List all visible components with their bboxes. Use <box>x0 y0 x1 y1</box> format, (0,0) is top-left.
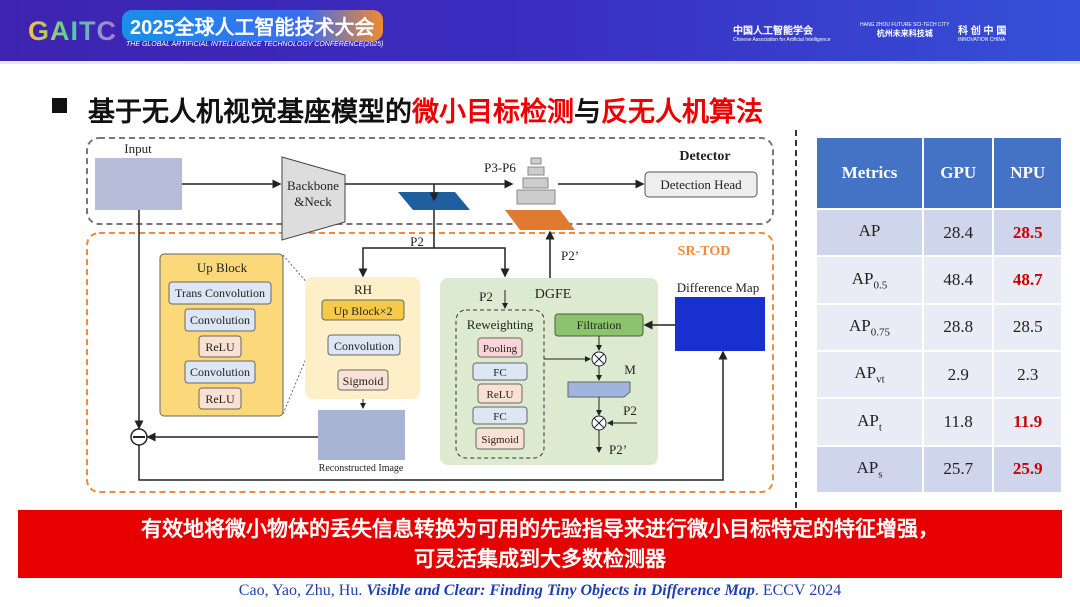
partner-name: 科 创 中 国 <box>958 26 1007 37</box>
difference-map-label: Difference Map <box>677 280 759 295</box>
partner-sub: INNOVATION CHINA <box>958 37 1006 43</box>
backbone-shape <box>281 156 346 241</box>
p2-label: P2 <box>410 234 424 249</box>
rh-title: RH <box>354 282 372 297</box>
m-feature <box>567 381 631 398</box>
svg-text:Sigmoid: Sigmoid <box>481 434 519 446</box>
difference-map-image <box>675 297 765 351</box>
summary-banner: 有效地将微小物体的丢失信息转换为可用的先验指导来进行微小目标特定的特征增强，可灵… <box>18 510 1062 578</box>
feature-pyramid <box>505 157 575 230</box>
svg-text:ReLU: ReLU <box>205 392 235 406</box>
partner-sub: HANG ZHOU FUTURE SCI-TECH CITY <box>860 22 950 28</box>
srtod-box <box>86 232 774 493</box>
svg-text:Reweighting: Reweighting <box>467 317 534 332</box>
svg-text:ReLU: ReLU <box>487 389 514 401</box>
svg-text:FC: FC <box>493 367 506 379</box>
conference-header: GAITC 2025全球人工智能技术大会 THE GLOBAL ARTIFICI… <box>0 0 1080 64</box>
svg-text:P2: P2 <box>479 289 493 304</box>
svg-text:Pooling: Pooling <box>483 343 518 355</box>
input-image <box>95 158 182 210</box>
svg-text:Sigmoid: Sigmoid <box>343 374 384 388</box>
neck-label: &Neck <box>294 194 332 209</box>
upblock-items: Trans Convolution Convolution ReLU Convo… <box>168 281 272 410</box>
reconstructed-label: Reconstructed Image <box>319 463 404 474</box>
p2prime-label: P2’ <box>561 248 579 263</box>
conference-title: 2025全球人工智能技术大会 <box>122 10 383 41</box>
detection-head-label: Detection Head <box>660 177 742 192</box>
svg-text:ReLU: ReLU <box>205 340 235 354</box>
svg-text:Convolution: Convolution <box>334 339 394 353</box>
partner-sub: Chinese Association for Artificial Intel… <box>733 37 831 43</box>
svg-text:M: M <box>624 362 636 377</box>
p3p6-label: P3-P6 <box>484 160 516 175</box>
reweighting-box <box>455 309 545 459</box>
partner-name: 中国人工智能学会 <box>733 26 813 37</box>
conference-subtitle: THE GLOBAL ARTIFICIAL INTELLIGENCE TECHN… <box>126 41 384 48</box>
svg-text:Convolution: Convolution <box>190 313 250 327</box>
slide-title: 基于无人机视觉基座模型的微小目标检测与反无人机算法 <box>88 97 763 128</box>
svg-text:P2’: P2’ <box>609 442 627 457</box>
detection-head-box <box>644 171 758 198</box>
detector-box <box>86 137 774 225</box>
divider <box>795 130 797 508</box>
gaitc-logo: GAITC <box>28 16 117 46</box>
svg-text:P2: P2 <box>623 403 637 418</box>
title-bullet <box>52 98 67 113</box>
svg-text:FC: FC <box>493 411 506 423</box>
reconstructed-image <box>318 410 405 460</box>
input-label: Input <box>124 141 152 156</box>
upblock-title: Up Block <box>197 260 248 275</box>
backbone-label: Backbone <box>287 178 339 193</box>
citation: Cao, Yao, Zhu, Hu. Visible and Clear: Fi… <box>238 582 842 599</box>
reweighting-items: Pooling FC ReLU FC Sigmoid <box>472 337 528 450</box>
svg-text:Up Block×2: Up Block×2 <box>333 304 392 318</box>
srtod-label: SR-TOD <box>678 244 731 259</box>
svg-text:Trans Convolution: Trans Convolution <box>175 286 265 300</box>
detector-label: Detector <box>679 149 730 164</box>
svg-text:Filtration: Filtration <box>577 318 622 332</box>
svg-text:Convolution: Convolution <box>190 365 250 379</box>
partner-name: 杭州未来科技城 <box>876 29 933 38</box>
dgfe-title: DGFE <box>535 287 572 302</box>
